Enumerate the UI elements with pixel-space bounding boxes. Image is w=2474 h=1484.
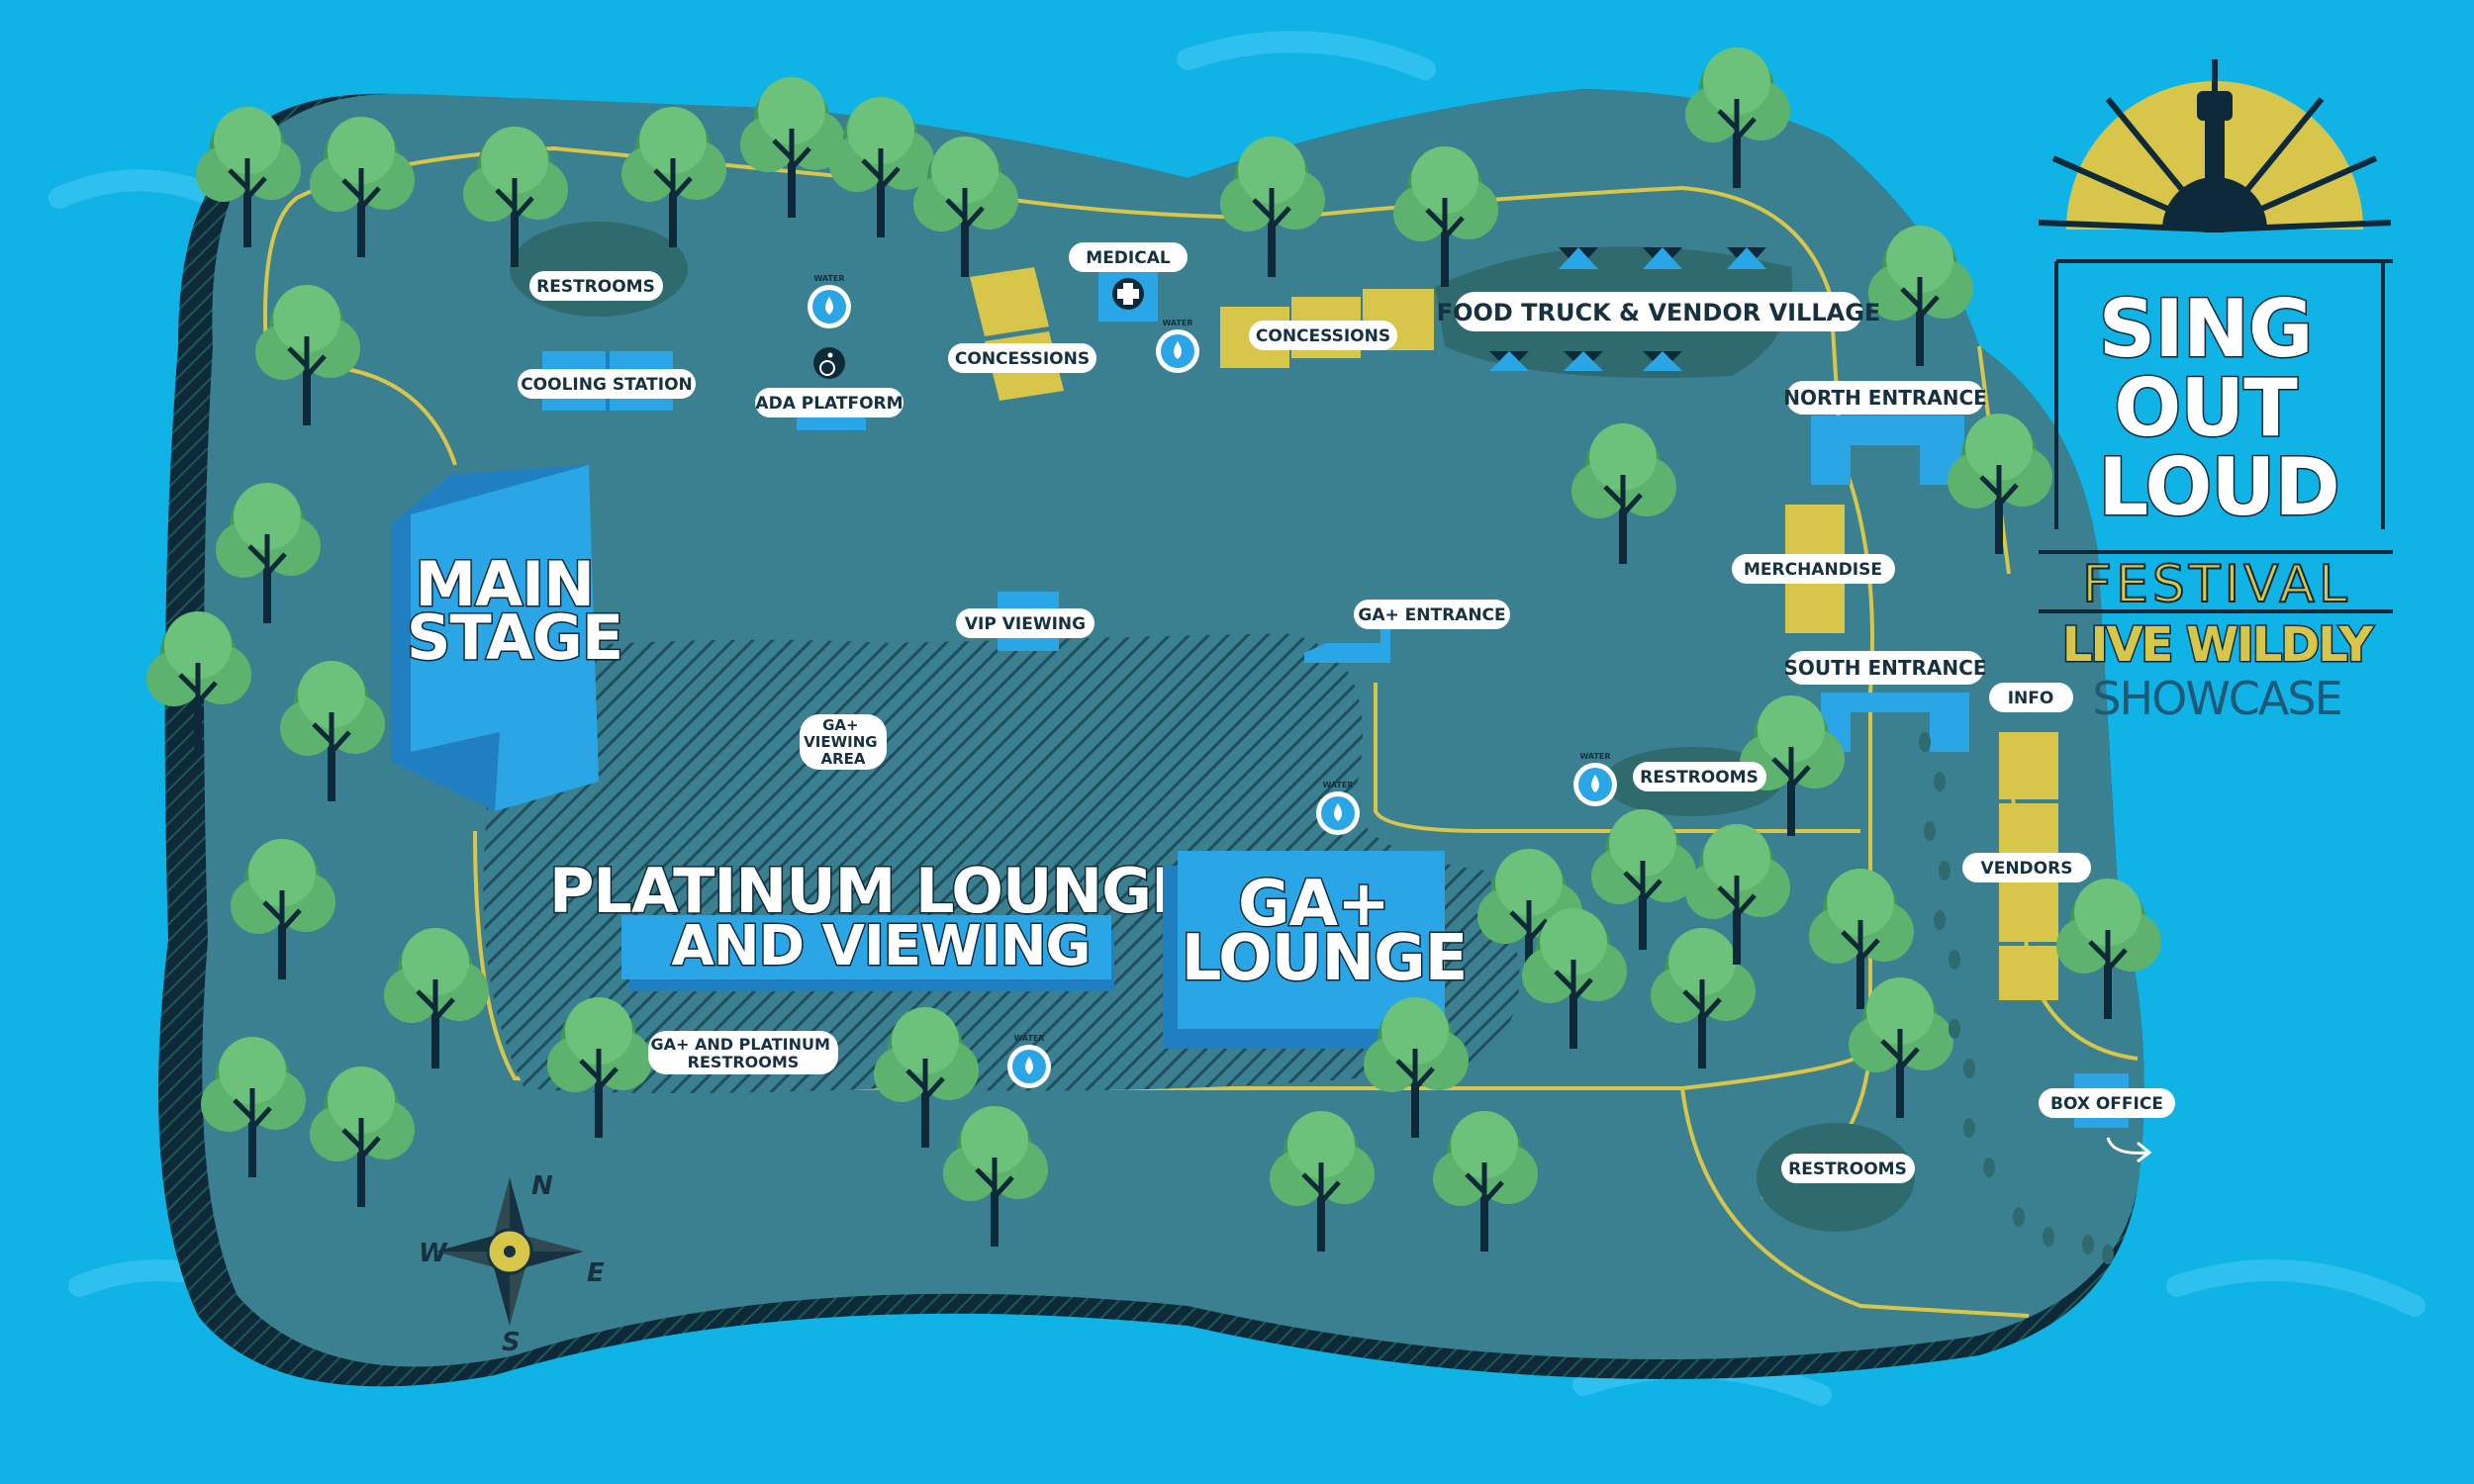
- svg-text:MEDICAL: MEDICAL: [1086, 248, 1171, 268]
- logo-title-1: SING: [2099, 283, 2313, 375]
- label-info: INFO: [1989, 683, 2073, 712]
- water-station-label: WATER: [1013, 1034, 1044, 1043]
- water-drop-icon: WATER: [1007, 1034, 1051, 1088]
- svg-text:BOX OFFICE: BOX OFFICE: [2050, 1094, 2163, 1114]
- svg-text:SING OUT LOUD: SING OUT LOUD: [2098, 283, 2339, 533]
- logo-title-3: LOUD: [2098, 441, 2339, 533]
- compass-rose: N S E W: [419, 1171, 605, 1357]
- logo-title-2: OUT: [2114, 362, 2298, 454]
- label-ga-platinum-restrooms: GA+ AND PLATINUM RESTROOMS: [648, 1031, 838, 1074]
- svg-text:MAIN STAGE: MAIN STAGE: [407, 548, 622, 674]
- arrow-icon: [2106, 1137, 2152, 1163]
- label-south-entrance: SOUTH ENTRANCE: [1784, 651, 1987, 685]
- footprints: [1919, 732, 2114, 1264]
- festival-logo: SING OUT LOUD FESTIVAL LIVE WILDLY SHOWC…: [2038, 59, 2395, 725]
- svg-text:RESTROOMS: RESTROOMS: [1788, 1159, 1907, 1179]
- water-drop-icon: WATER: [808, 274, 851, 328]
- label-restrooms-se: RESTROOMS: [1781, 1154, 1915, 1183]
- main-stage-label-2: STAGE: [407, 602, 622, 674]
- label-box-office: BOX OFFICE: [2039, 1088, 2175, 1118]
- svg-text:RESTROOMS: RESTROOMS: [1640, 768, 1759, 788]
- compass-s: S: [502, 1328, 521, 1357]
- label-ga-viewing-area: GA+ VIEWING AREA: [800, 714, 887, 770]
- svg-text:PLATINUM LOUNGE AND VIEW: PLATINUM LOUNGE AND VIEWING: [549, 855, 1212, 978]
- svg-text:RESTROOMS: RESTROOMS: [536, 277, 655, 297]
- svg-text:GA+ VIEWING AR: GA+ VIEWING AREA: [804, 716, 883, 768]
- svg-text:COOLING STATION: COOLING STATION: [521, 375, 693, 395]
- water-station-label: WATER: [1162, 319, 1192, 327]
- label-concessions-1: CONCESSIONS: [948, 343, 1096, 373]
- svg-text:NORTH ENTRANCE: NORTH ENTRANCE: [1783, 386, 1987, 410]
- map-labels: RESTROOMS COOLING STATION ADA PLATFORM C…: [518, 242, 2175, 1183]
- svg-text:SOUTH ENTRANCE: SOUTH ENTRANCE: [1784, 656, 1987, 680]
- label-medical: MEDICAL: [1069, 242, 1188, 272]
- svg-text:GA+ LOUNGE: GA+ LOUNGE: [1182, 868, 1468, 995]
- ga-lounge-label-1: GA+: [1238, 868, 1389, 941]
- label-restrooms-e: RESTROOMS: [1633, 762, 1766, 791]
- svg-text:GA+ AND PLATINUM RESTR: GA+ AND PLATINUM RESTROOMS: [651, 1035, 836, 1071]
- ga-plus-lounge: GA+ LOUNGE: [1163, 851, 1470, 1049]
- platinum-lounge: PLATINUM LOUNGE AND VIEWING: [547, 854, 1212, 991]
- svg-text:MERCHANDISE: MERCHANDISE: [1744, 560, 1882, 580]
- label-vip-viewing: VIP VIEWING: [956, 608, 1094, 638]
- label-food-truck: FOOD TRUCK & VENDOR VILLAGE: [1437, 292, 1881, 331]
- platinum-lounge-label-2: AND VIEWING: [671, 914, 1090, 978]
- label-restrooms-nw: RESTROOMS: [529, 271, 663, 301]
- label-cooling-station: COOLING STATION: [518, 369, 696, 399]
- food-truck-triangles: [1489, 247, 1766, 371]
- medical-cross-icon: [1112, 278, 1144, 310]
- compass-n: N: [531, 1171, 553, 1201]
- svg-text:FOOD TRUCK & VENDOR VILLAGE: FOOD TRUCK & VENDOR VILLAGE: [1437, 299, 1881, 326]
- water-station-label: WATER: [1322, 781, 1353, 789]
- svg-text:GA+ ENTRANCE: GA+ ENTRANCE: [1358, 605, 1505, 625]
- logo-sponsor-1: LIVE WILDLY: [2062, 617, 2374, 673]
- wheelchair-icon: [813, 347, 845, 379]
- label-concessions-2: CONCESSIONS: [1249, 321, 1397, 350]
- svg-text:VIP VIEWING: VIP VIEWING: [965, 614, 1086, 634]
- compass-w: W: [419, 1239, 448, 1268]
- water-drop-icon: WATER: [1156, 319, 1199, 373]
- svg-text:INFO: INFO: [2008, 689, 2054, 708]
- svg-text:CONCESSIONS: CONCESSIONS: [955, 349, 1090, 369]
- platinum-lounge-label-1: PLATINUM LOUNGE: [549, 855, 1191, 927]
- label-ada-platform: ADA PLATFORM: [755, 388, 904, 417]
- label-ga-entrance: GA+ ENTRANCE: [1354, 600, 1510, 629]
- svg-text:VENDORS: VENDORS: [1981, 859, 2073, 879]
- logo-subtitle: FESTIVAL: [2082, 555, 2351, 614]
- label-vendors: VENDORS: [1962, 853, 2091, 882]
- water-stations: WATER WATER WATER WATER WATER: [808, 274, 1617, 1088]
- label-merchandise: MERCHANDISE: [1732, 554, 1895, 584]
- label-north-entrance: NORTH ENTRANCE: [1783, 381, 1987, 415]
- main-stage-label-1: MAIN: [415, 548, 594, 620]
- svg-text:ADA PLATFORM: ADA PLATFORM: [755, 394, 903, 414]
- main-stage: MAIN STAGE: [391, 465, 625, 811]
- ga-lounge-label-2: LOUNGE: [1182, 922, 1468, 995]
- water-station-label: WATER: [813, 274, 844, 283]
- water-station-label: WATER: [1579, 752, 1610, 761]
- compass-e: E: [587, 1258, 605, 1288]
- logo-sponsor-2: SHOWCASE: [2092, 672, 2340, 725]
- water-drop-icon: WATER: [1573, 752, 1617, 806]
- water-drop-icon: WATER: [1316, 781, 1360, 835]
- svg-text:CONCESSIONS: CONCESSIONS: [1256, 326, 1390, 346]
